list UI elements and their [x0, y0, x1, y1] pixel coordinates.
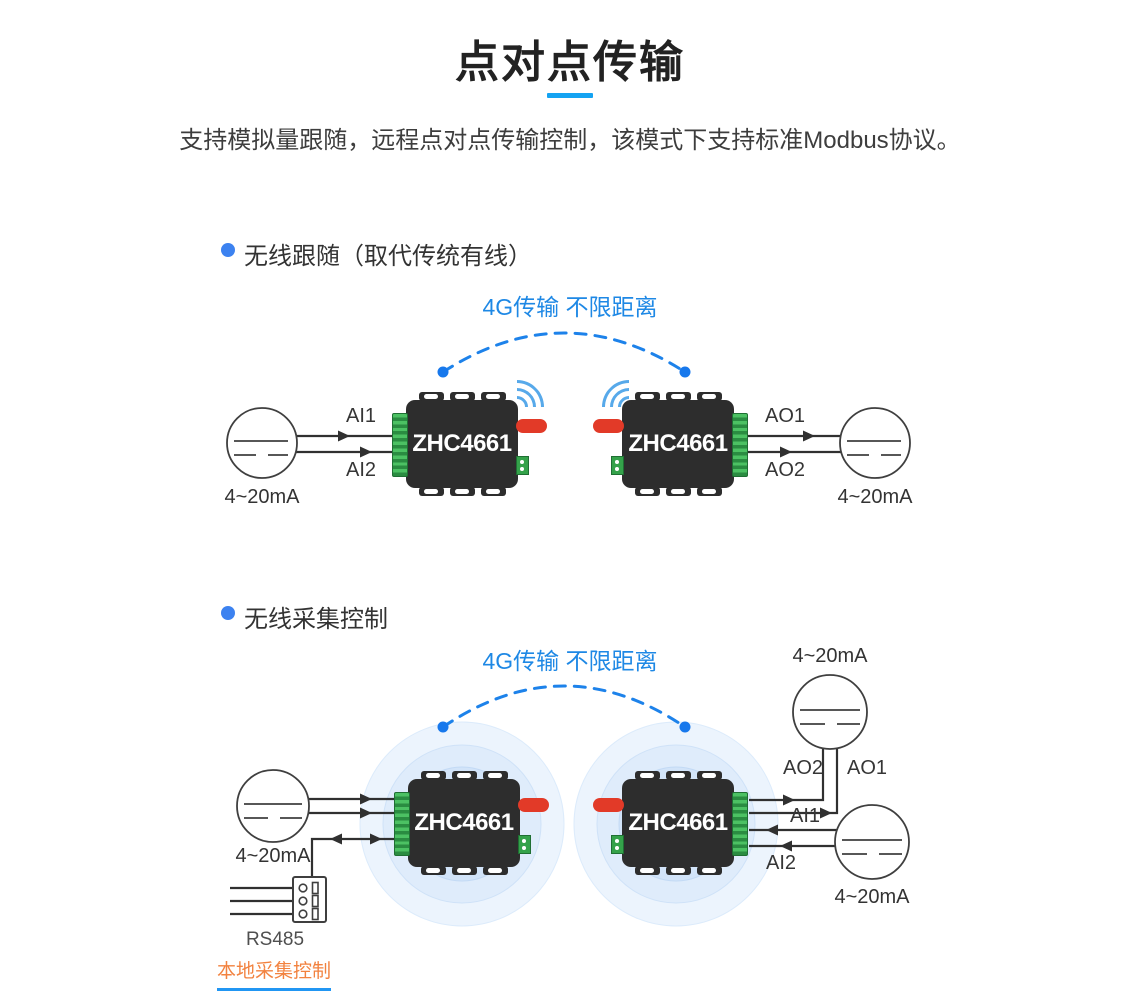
- signal-label-ai1: AI1: [345, 405, 377, 427]
- mount-tab: [450, 392, 475, 401]
- mount-tab: [483, 866, 508, 875]
- page-subtitle: 支持模拟量跟随，远程点对点传输控制，该模式下支持标准Modbus协议。: [179, 127, 961, 154]
- mount-tab: [697, 866, 722, 875]
- io-connector-icon: [611, 456, 624, 475]
- mount-tab: [481, 392, 506, 401]
- mount-tab: [481, 487, 506, 496]
- section1-bullet-icon: [221, 243, 235, 257]
- section1-arrowheads: [338, 430, 815, 458]
- io-connector-icon: [516, 456, 529, 475]
- device-label: ZHC4661: [628, 809, 728, 836]
- mount-tab: [421, 771, 446, 780]
- device-zhc4661-s2-left: ZHC4661: [394, 771, 549, 875]
- sensor-label-s2-top: 4~20mA: [792, 645, 868, 667]
- signal-label-s2-ai1: AI1: [789, 805, 821, 827]
- mount-tab: [635, 771, 660, 780]
- section1-heading: 无线跟随（取代传统有线）: [244, 243, 532, 270]
- signal-label-s2-ao1: AO1: [846, 757, 888, 779]
- io-connector-icon: [518, 835, 531, 854]
- section2-arrowheads: [330, 793, 832, 852]
- title-underline: [547, 93, 593, 98]
- device-zhc4661-s2-right: ZHC4661: [593, 771, 748, 875]
- terminal-block-icon: [732, 792, 748, 856]
- device-label: ZHC4661: [412, 430, 512, 457]
- signal-label-s2-ao2: AO2: [782, 757, 824, 779]
- mount-tab: [666, 487, 691, 496]
- terminal-block-icon: [392, 413, 408, 477]
- mount-tab: [450, 487, 475, 496]
- local-control-caption: 本地采集控制: [217, 961, 332, 982]
- terminal-block-icon: [732, 413, 748, 477]
- wireless-link-arc-2: [437, 684, 691, 733]
- antenna-icon: [518, 798, 549, 812]
- signal-label-ao2: AO2: [764, 459, 806, 481]
- mount-tab: [666, 392, 691, 401]
- sensor-symbols: [226, 407, 911, 880]
- mount-tab: [697, 487, 722, 496]
- section2-bullet-icon: [221, 606, 235, 620]
- device-label: ZHC4661: [628, 430, 728, 457]
- mount-tab: [452, 866, 477, 875]
- section2-heading: 无线采集控制: [244, 606, 388, 633]
- sensor-label-s1-left: 4~20mA: [224, 486, 300, 508]
- mount-tab: [635, 866, 660, 875]
- page-title: 点对点传输: [455, 38, 685, 87]
- io-connector-icon: [611, 835, 624, 854]
- sensor-label-s1-right: 4~20mA: [837, 486, 913, 508]
- terminal-block-icon: [394, 792, 410, 856]
- mount-tab: [666, 771, 691, 780]
- section2-wires: [230, 749, 839, 916]
- mount-tab: [666, 866, 691, 875]
- device-label: ZHC4661: [414, 809, 514, 836]
- mount-tab: [697, 392, 722, 401]
- mount-tab: [419, 392, 444, 401]
- device-zhc4661-s1-right: ZHC4661: [590, 368, 748, 496]
- device-zhc4661-s1-left: ZHC4661: [392, 368, 556, 496]
- mount-tab: [452, 771, 477, 780]
- sensor-label-s2-bottom: 4~20mA: [834, 886, 910, 908]
- section1-wires: [296, 434, 841, 454]
- mount-tab: [697, 771, 722, 780]
- rs485-label: RS485: [245, 929, 305, 950]
- rs485-connector: [292, 876, 327, 923]
- antenna-icon: [516, 419, 547, 433]
- signal-label-s2-ai2: AI2: [765, 852, 797, 874]
- signal-label-ao1: AO1: [764, 405, 806, 427]
- mount-tab: [635, 392, 660, 401]
- section1-4g-link-label: 4G传输 不限距离: [482, 294, 658, 320]
- antenna-icon: [593, 419, 624, 433]
- mount-tab: [635, 487, 660, 496]
- wireless-link-arc-1: [437, 331, 691, 378]
- sensor-label-s2-left: 4~20mA: [235, 845, 311, 867]
- signal-label-ai2: AI2: [345, 459, 377, 481]
- bottom-accent-line: [217, 988, 331, 991]
- mount-tab: [483, 771, 508, 780]
- mount-tab: [421, 866, 446, 875]
- antenna-icon: [593, 798, 624, 812]
- mount-tab: [419, 487, 444, 496]
- section2-4g-link-label: 4G传输 不限距离: [482, 648, 658, 674]
